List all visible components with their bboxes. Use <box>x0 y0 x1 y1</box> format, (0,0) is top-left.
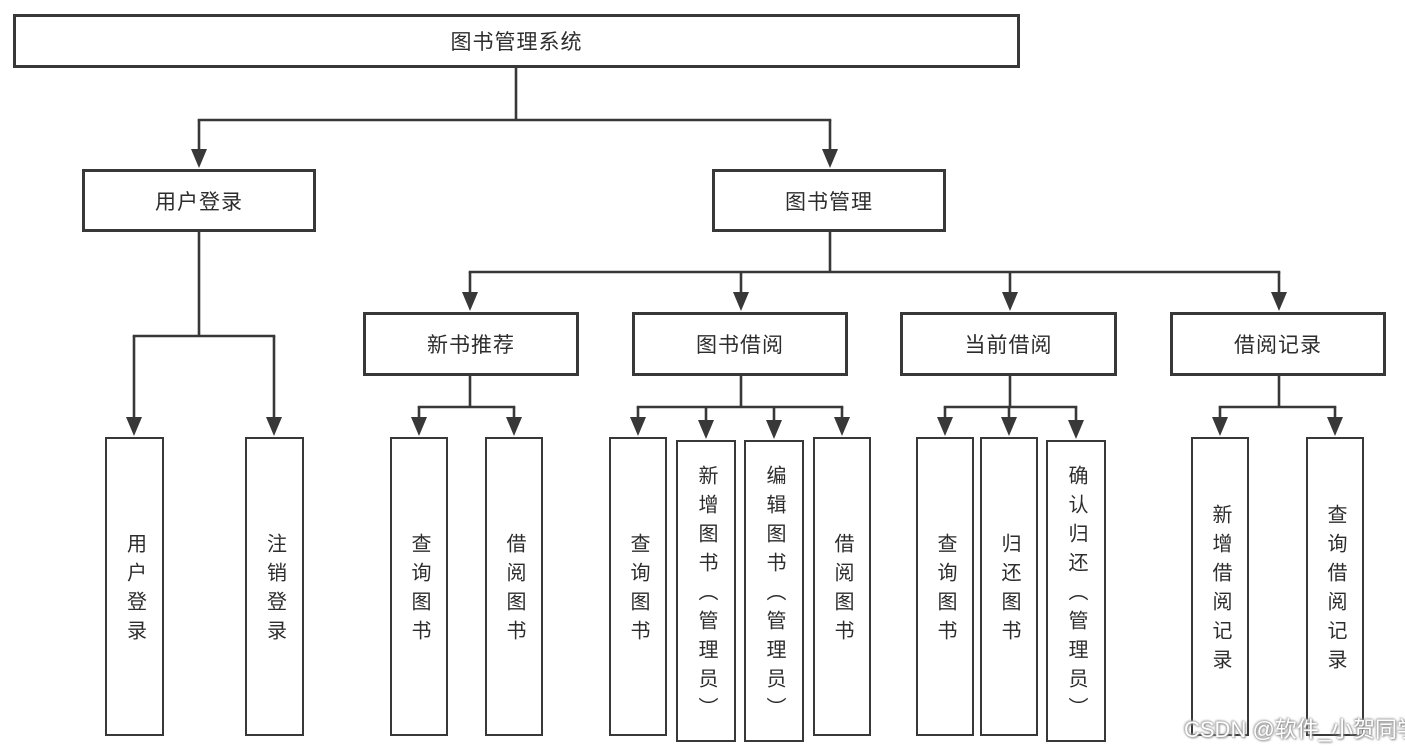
node-library-management-system-label: 图书管理系统 <box>450 31 583 54</box>
leaf-br-query-record-label: 查询借阅记录 <box>1324 504 1346 678</box>
leaf-br-add-record: 新增借阅记录 <box>1191 437 1249 736</box>
connector-root-to-level2 <box>191 67 838 168</box>
leaf-cb-query-books-label: 查询图书 <box>934 533 956 649</box>
node-library-management-system: 图书管理系统 <box>13 14 1020 68</box>
leaf-nb-query-books-label: 查询图书 <box>408 533 430 649</box>
leaf-cb-return-books: 归还图书 <box>980 437 1038 736</box>
connector-user-login-to-leaves <box>126 232 282 436</box>
connector-book-management-to-level3 <box>462 232 1287 311</box>
leaf-bb-add-books-admin: 新增图书（管理员） <box>676 440 736 742</box>
node-current-borrowing: 当前借阅 <box>900 312 1117 376</box>
leaf-br-query-record: 查询借阅记录 <box>1306 437 1364 736</box>
leaf-bb-borrow-books: 借阅图书 <box>813 437 871 736</box>
leaf-cb-confirm-return-admin-label: 确认归还（管理员） <box>1065 465 1087 726</box>
node-book-borrowing: 图书借阅 <box>632 312 848 376</box>
leaf-bb-query-books-label: 查询图书 <box>627 533 649 649</box>
leaf-user-login: 用户登录 <box>105 437 164 736</box>
csdn-watermark: CSDN @软件_小贺同学 <box>1184 717 1405 742</box>
leaf-cb-query-books: 查询图书 <box>916 437 974 736</box>
connector-new-book-recommend-to-leaves <box>411 375 522 436</box>
leaf-bb-edit-books-admin-label: 编辑图书（管理员） <box>763 465 785 726</box>
node-user-login: 用户登录 <box>82 169 316 232</box>
leaf-br-add-record-label: 新增借阅记录 <box>1209 504 1231 678</box>
leaf-bb-borrow-books-label: 借阅图书 <box>831 533 853 649</box>
leaf-nb-borrow-books-label: 借阅图书 <box>503 533 525 649</box>
connector-borrow-records-to-leaves <box>1212 375 1343 436</box>
node-book-borrowing-label: 图书借阅 <box>696 334 784 357</box>
node-borrow-records: 借阅记录 <box>1170 312 1386 376</box>
connector-book-borrowing-to-leaves <box>630 375 850 439</box>
leaf-nb-borrow-books: 借阅图书 <box>485 437 543 736</box>
leaf-nb-query-books: 查询图书 <box>390 437 448 736</box>
leaf-logout-login: 注销登录 <box>245 437 304 736</box>
leaf-logout-login-label: 注销登录 <box>263 533 286 649</box>
node-new-book-recommend-label: 新书推荐 <box>427 334 515 357</box>
leaf-cb-return-books-label: 归还图书 <box>998 533 1020 649</box>
connector-current-borrowing-to-leaves <box>937 375 1084 439</box>
leaf-user-login-label: 用户登录 <box>123 533 146 649</box>
node-book-management: 图书管理 <box>712 169 946 232</box>
node-current-borrowing-label: 当前借阅 <box>964 334 1053 357</box>
leaf-bb-add-books-admin-label: 新增图书（管理员） <box>695 465 717 726</box>
leaf-cb-confirm-return-admin: 确认归还（管理员） <box>1046 440 1106 742</box>
node-borrow-records-label: 借阅记录 <box>1234 334 1322 357</box>
leaf-bb-query-books: 查询图书 <box>609 437 667 736</box>
leaf-bb-edit-books-admin: 编辑图书（管理员） <box>744 440 804 742</box>
node-new-book-recommend: 新书推荐 <box>363 312 579 376</box>
node-book-management-label: 图书管理 <box>785 190 873 214</box>
node-user-login-label: 用户登录 <box>155 190 243 214</box>
